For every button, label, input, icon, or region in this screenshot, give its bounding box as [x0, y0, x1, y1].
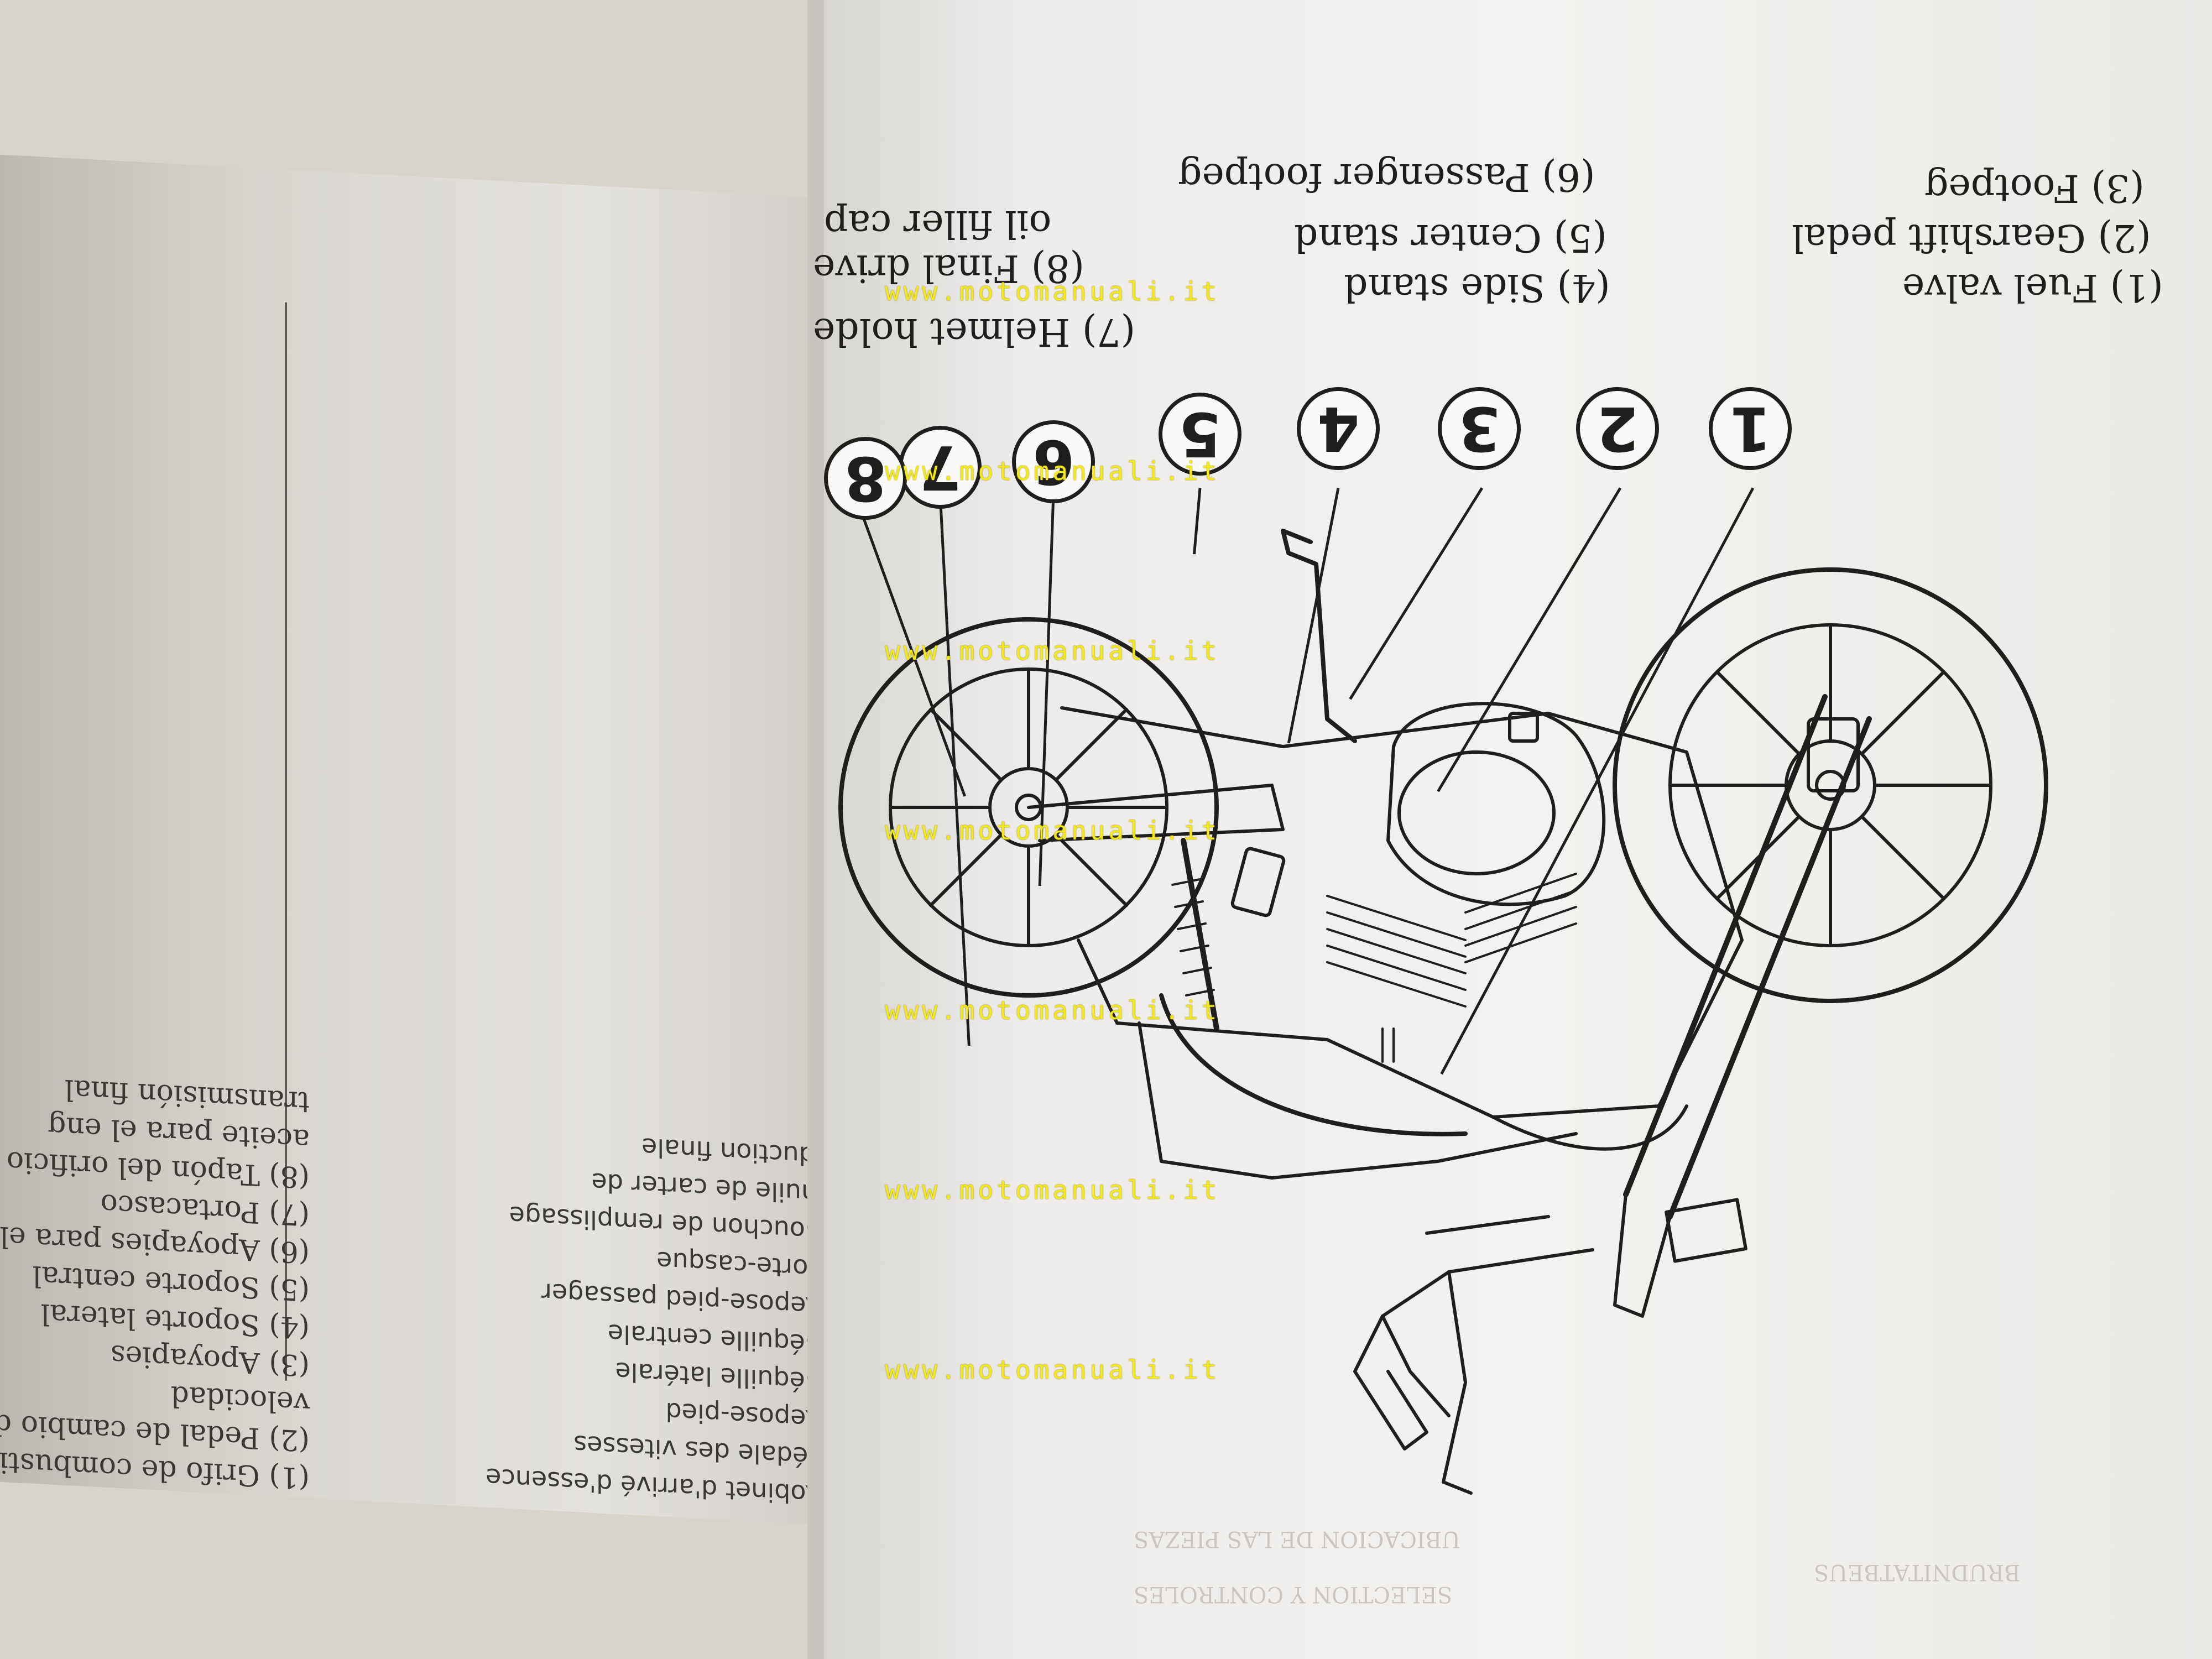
label-passenger-footpeg: (6) Passenger footpeg: [1178, 155, 1595, 199]
left-page: ) Robinet d'arrivé d'essence ) Pédale de…: [0, 154, 852, 1527]
callout-4: 4: [1297, 387, 1380, 470]
label-gearshift-pedal: (2) Gearshift pedal: [1792, 216, 2151, 259]
watermark: www.motomanuali.it: [885, 1175, 1220, 1205]
label-fuel-valve: (1) Fuel valve: [1902, 265, 2163, 309]
label-center-stand: (5) Center stand: [1294, 216, 1607, 259]
front-wheel: [1613, 567, 2048, 1003]
label-helmet-holder: (7) Helmet holde: [813, 310, 1136, 353]
watermark: www.motomanuali.it: [885, 636, 1220, 666]
label-oil-filler-cap: oil filler cap: [824, 202, 1052, 246]
label-footpeg: (3) Footpeg: [1924, 166, 2145, 210]
callout-6: 6: [1012, 420, 1095, 503]
rear-wheel: [838, 617, 1219, 998]
callout-1: 1: [1709, 387, 1792, 470]
callout-8: 8: [824, 437, 907, 520]
callout-5: 5: [1159, 393, 1241, 476]
watermark: www.motomanuali.it: [885, 1355, 1220, 1385]
french-parts-list: ) Robinet d'arrivé d'essence ) Pédale de…: [409, 1116, 841, 1515]
callout-2: 2: [1576, 387, 1659, 470]
label-side-stand: (4) Side stand: [1344, 265, 1610, 309]
watermark: www.motomanuali.it: [885, 995, 1220, 1025]
watermark: www.motomanuali.it: [885, 816, 1220, 846]
spanish-parts-list: (1) Grifo de combustib (2) Pedal de camb…: [0, 1067, 310, 1497]
watermark: www.motomanuali.it: [885, 456, 1220, 486]
motorcycle-diagram: [838, 529, 2048, 1495]
watermark: www.motomanuali.it: [885, 276, 1220, 306]
callout-3: 3: [1438, 387, 1521, 470]
